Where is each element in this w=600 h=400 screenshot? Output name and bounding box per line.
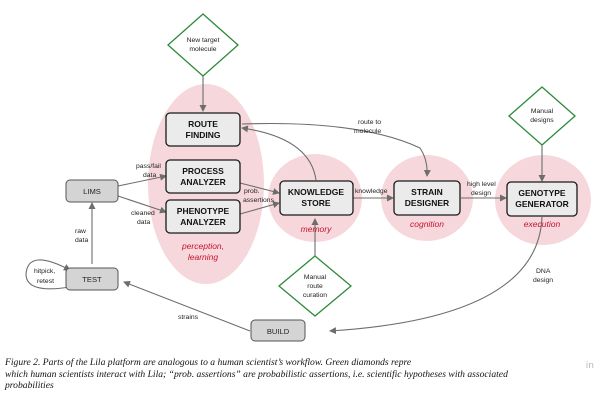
box-lims-label: LIMS [83,187,101,196]
box-phenotype-analyzer: PHENOTYPE ANALYZER [165,199,241,234]
edge-label-strains: strains [178,314,199,321]
box-process-analyzer-line1: PROCESS [182,166,224,176]
edge-label-pass-fail-2: data [143,172,156,179]
edge-label-high-level-1: high level [467,181,496,188]
edge-label-raw-1: raw [75,228,86,235]
box-process-analyzer: PROCESS ANALYZER [165,159,241,194]
phase-perception-line1: perception, [181,241,224,251]
edge-lims-to-process [117,173,167,187]
diamond-manual-designs: Manual designs [508,86,576,146]
edge-label-dna-2: design [533,277,553,284]
box-knowledge-store-line1: KNOWLEDGE [288,187,345,197]
watermark: in [585,361,594,371]
edge-build-to-test [123,280,251,332]
edge-label-route-2: molecule [354,128,381,135]
box-process-analyzer-line2: ANALYZER [180,177,226,187]
diamond-new-target: New target molecule [167,13,239,77]
edge-label-route-1: route to [358,119,381,126]
edge-label-hitpick-1: hitpick, [34,268,55,275]
box-genotype-generator-line2: GENERATOR [515,199,569,209]
phase-cognition: cognition [410,219,444,229]
box-route-finding-line2: FINDING [186,130,221,140]
box-build-label: BUILD [267,327,290,336]
edge-label-raw-2: data [75,237,88,244]
edge-route-to-strain [241,122,431,177]
box-test-label: TEST [82,275,102,284]
diamond-manual-designs-line2: designs [530,117,554,124]
caption-line-3: probabilities [5,380,54,392]
edge-label-knowledge: knowledge [355,188,388,195]
caption-line-1: Figure 2. Parts of the Lila platform are… [5,357,412,368]
diamond-new-target-line1: New target [187,37,220,44]
phase-perception-line2: learning [188,252,219,262]
edge-label-cleaned-2: data [137,219,150,226]
edge-label-dna-1: DNA [536,268,551,275]
box-genotype-generator-line1: GENOTYPE [518,188,566,198]
edge-phenotype-to-knowledge [239,201,280,215]
diamond-manual-curation-line1: Manual [304,274,327,281]
diamond-manual-curation-line2: route [307,283,323,290]
box-phenotype-analyzer-line2: ANALYZER [180,217,226,227]
box-knowledge-store: KNOWLEDGE STORE [279,180,354,216]
box-strain-designer-line1: STRAIN [411,187,443,197]
caption-line-2: which human scientists interact with Lil… [5,368,508,380]
box-strain-designer: STRAIN DESIGNER [393,180,461,216]
diamond-manual-curation: Manual route curation [277,255,353,317]
edge-test-loop [25,259,71,290]
edge-label-prob-2: assertions [243,197,275,204]
phase-memory: memory [301,224,332,234]
box-test: TEST [65,267,119,291]
edge-process-to-knowledge [239,182,280,195]
edge-label-high-level-2: design [471,190,491,197]
diamond-new-target-line2: molecule [189,46,216,53]
edge-label-hitpick-2: retest [37,278,54,285]
figure-caption: Figure 2. Parts of the Lila platform are… [5,357,597,392]
edge-label-prob-1: prob. [244,188,260,195]
box-phenotype-analyzer-line1: PHENOTYPE [177,206,230,216]
box-genotype-generator: GENOTYPE GENERATOR [506,181,578,217]
diamond-manual-designs-line1: Manual [531,108,554,115]
box-knowledge-store-line2: STORE [301,198,330,208]
diamond-manual-curation-line3: curation [303,292,327,299]
edge-genotype-to-build [329,216,543,335]
edge-lims-to-phenotype [117,195,167,214]
box-strain-designer-line2: DESIGNER [405,198,449,208]
edge-label-cleaned-1: cleaned [131,210,155,217]
edges [25,73,546,335]
edge-knowledge-to-route [241,125,317,181]
box-build: BUILD [250,319,306,342]
box-route-finding-line1: ROUTE [188,119,218,129]
phase-execution: execution [524,219,561,229]
edge-label-pass-fail-1: pass/fail [136,163,161,170]
box-lims: LIMS [65,179,119,203]
box-route-finding: ROUTE FINDING [165,112,241,147]
